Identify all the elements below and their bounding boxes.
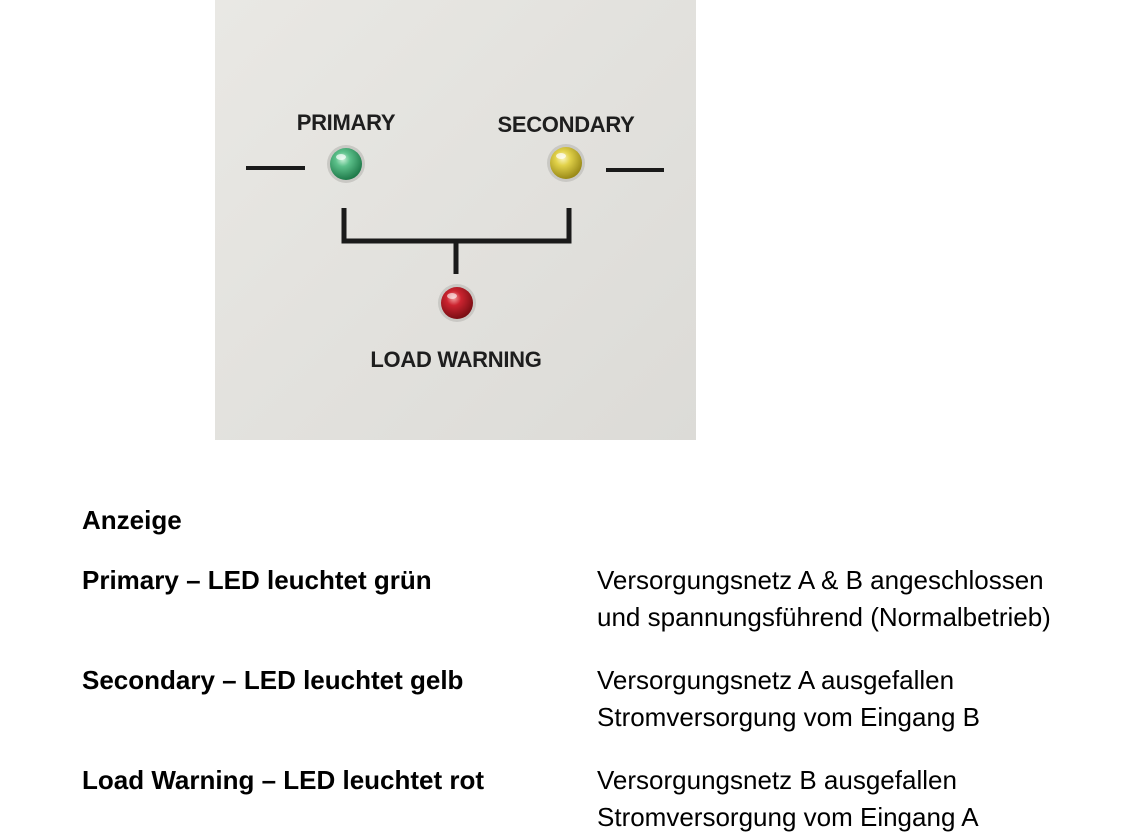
load-warning-led-label: Load Warning – LED leuchtet rot <box>82 765 485 795</box>
load-warning-led-description: Versorgungsnetz B ausgefallen Stromverso… <box>597 762 979 836</box>
secondary-desc-line2: Stromversorgung vom Eingang B <box>597 702 980 732</box>
load-warning-desc-line2: Stromversorgung vom Eingang A <box>597 802 979 832</box>
primary-desc-line2: und spannungsführend (Normalbetrieb) <box>597 602 1051 632</box>
indicator-panel-photo: PRIMARY SECONDARY LOAD WARNING <box>215 0 696 440</box>
secondary-led-description: Versorgungsnetz A ausgefallen Stromverso… <box>597 662 980 736</box>
secondary-panel-label: SECONDARY <box>497 112 635 137</box>
bracket-connector <box>341 208 572 244</box>
secondary-led-label: Secondary – LED leuchtet gelb <box>82 665 464 695</box>
primary-led-icon <box>327 145 365 183</box>
section-heading: Anzeige <box>82 505 182 535</box>
secondary-led-icon <box>547 144 585 182</box>
secondary-desc-line1: Versorgungsnetz A ausgefallen <box>597 665 955 695</box>
load-warning-panel-label: LOAD WARNING <box>370 347 541 372</box>
load-warning-desc-line1: Versorgungsnetz B ausgefallen <box>597 765 957 795</box>
primary-led-description: Versorgungsnetz A & B angeschlossen und … <box>597 562 1051 636</box>
primary-led-label: Primary – LED leuchtet grün <box>82 565 432 595</box>
load-warning-led-icon <box>438 284 476 322</box>
primary-panel-label: PRIMARY <box>297 110 396 135</box>
primary-desc-line1: Versorgungsnetz A & B angeschlossen <box>597 565 1044 595</box>
indicator-panel-diagram: PRIMARY SECONDARY LOAD WARNING <box>246 110 664 372</box>
